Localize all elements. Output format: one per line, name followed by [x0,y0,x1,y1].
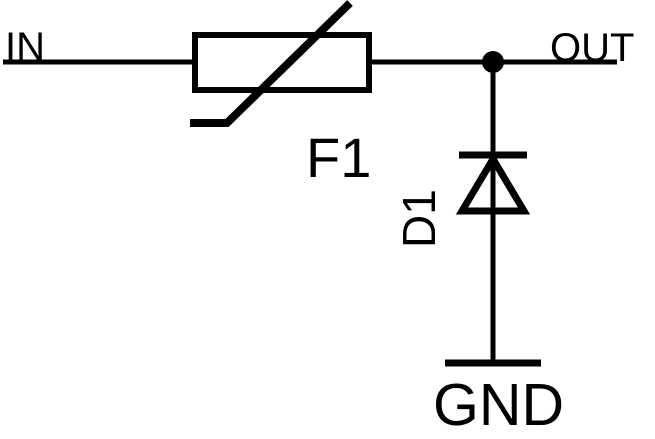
in-label: IN [5,25,45,69]
diode-triangle [455,152,531,215]
fuse-body [192,32,372,93]
fuse-diagonal-stroke [190,0,353,127]
fuse-ref-label: F1 [306,126,371,189]
junction-dot [482,51,504,73]
ground-label: GND [433,372,564,438]
out-label: OUT [550,26,634,70]
diode-ref-label: D1 [393,189,445,248]
